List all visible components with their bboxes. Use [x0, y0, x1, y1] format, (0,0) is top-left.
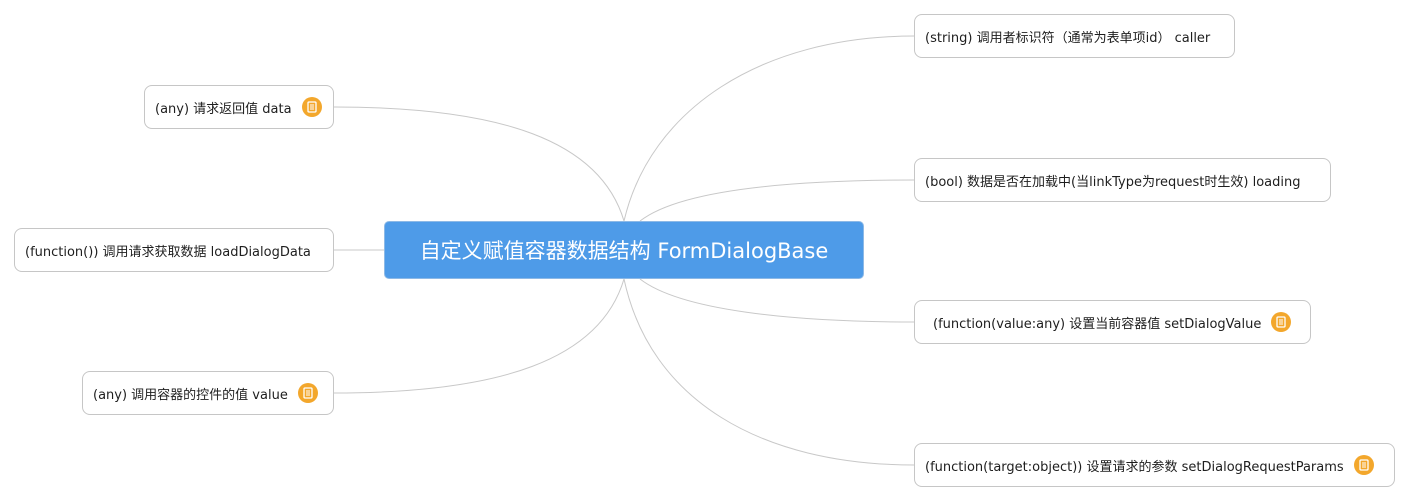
connector-loading [639, 179, 916, 222]
connector-set-dialog-request-params [623, 278, 916, 466]
central-topic-label: 自定义赋值容器数据结构 FormDialogBase [419, 239, 829, 263]
node-label: (any) 请求返回值 data [155, 101, 292, 117]
node-label: (any) 调用容器的控件的值 value [93, 387, 288, 403]
node-label: (string) 调用者标识符（通常为表单项id） caller [925, 30, 1211, 46]
note-icon[interactable] [301, 97, 322, 117]
node-loading[interactable]: (bool) 数据是否在加载中(当linkType为request时生效) lo… [914, 158, 1331, 202]
node-label: (function(target:object)) 设置请求的参数 setDia… [925, 459, 1344, 475]
central-topic[interactable]: 自定义赋值容器数据结构 FormDialogBase [384, 221, 864, 279]
note-icon[interactable] [297, 383, 318, 403]
note-icon[interactable] [1353, 455, 1374, 475]
connector-value [333, 278, 625, 394]
node-label: (function()) 调用请求获取数据 loadDialogData [25, 244, 311, 260]
connector-data [333, 106, 625, 222]
node-set-dialog-request-params[interactable]: (function(target:object)) 设置请求的参数 setDia… [914, 443, 1395, 487]
note-icon[interactable] [1271, 312, 1292, 332]
node-label: (bool) 数据是否在加载中(当linkType为request时生效) lo… [925, 174, 1301, 190]
node-label: (function(value:any) 设置当前容器值 setDialogVa… [933, 316, 1262, 332]
node-data[interactable]: (any) 请求返回值 data [144, 85, 334, 129]
connector-set-dialog-value [639, 278, 916, 323]
node-value[interactable]: (any) 调用容器的控件的值 value [82, 371, 334, 415]
node-set-dialog-value[interactable]: (function(value:any) 设置当前容器值 setDialogVa… [914, 300, 1311, 344]
connector-caller [623, 35, 916, 222]
node-caller[interactable]: (string) 调用者标识符（通常为表单项id） caller [914, 14, 1235, 58]
node-load-dialog-data[interactable]: (function()) 调用请求获取数据 loadDialogData [14, 228, 334, 272]
